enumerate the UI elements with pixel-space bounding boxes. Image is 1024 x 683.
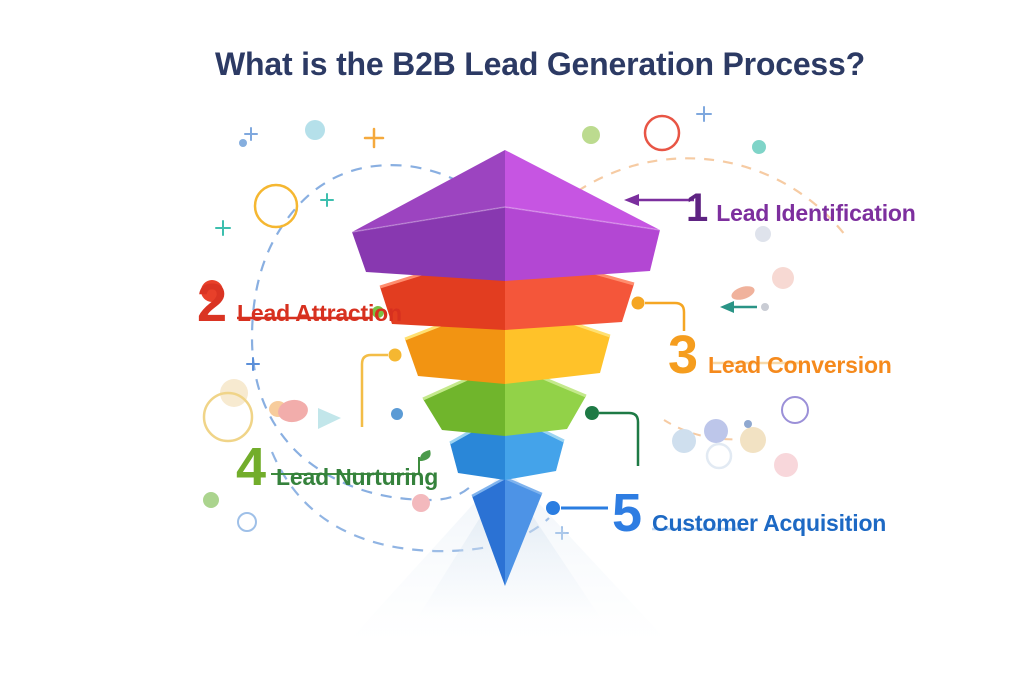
blob xyxy=(731,286,755,300)
dot xyxy=(740,427,766,453)
plus-icon xyxy=(363,127,385,149)
dashed-circle-icon xyxy=(250,164,493,502)
circle-outline-icon xyxy=(237,512,257,532)
dot xyxy=(201,280,223,302)
triangle-icon xyxy=(318,408,341,429)
circle-outline-icon xyxy=(253,183,299,229)
step3-elbow-connector xyxy=(645,301,686,331)
step5-connector-dot xyxy=(546,501,560,515)
dot xyxy=(704,419,728,443)
dot xyxy=(774,453,798,477)
circle-outline-icon xyxy=(202,391,254,443)
step-label: Lead Attraction xyxy=(237,300,402,326)
circle-outline-icon xyxy=(643,114,681,152)
arrow-left-icon xyxy=(624,194,694,206)
green-connector-dot xyxy=(585,406,599,420)
step-number: 1 xyxy=(686,186,708,230)
dot xyxy=(755,226,771,242)
step-4-lead-nurturing: 4 Lead Nurturing xyxy=(236,440,438,494)
dot xyxy=(391,408,403,420)
green-elbow-connector xyxy=(599,411,640,466)
step-label: Lead Identification xyxy=(716,200,916,226)
page-title: What is the B2B Lead Generation Process? xyxy=(215,46,865,82)
arrow-left-icon xyxy=(720,301,769,313)
step-number: 5 xyxy=(612,483,642,543)
dot xyxy=(582,126,600,144)
plus-icon xyxy=(246,357,260,371)
funnel-layer-lead-identification xyxy=(351,150,661,281)
step-number: 3 xyxy=(668,325,698,385)
blob xyxy=(278,399,308,423)
step4-underline-bracket xyxy=(271,457,420,475)
step-number: 4 xyxy=(236,437,266,497)
dot xyxy=(752,140,766,154)
step4-elbow-connector xyxy=(360,353,388,427)
circle-outline-icon xyxy=(705,442,733,470)
dashed-arc-icon xyxy=(547,157,846,236)
funnel xyxy=(351,150,661,586)
dot xyxy=(672,429,696,453)
plus-icon xyxy=(215,193,334,236)
dot xyxy=(772,267,794,289)
step2-endpoint-dot xyxy=(372,306,384,318)
leaf-icon xyxy=(419,450,431,461)
step-5-customer-acquisition: 5 Customer Acquisition xyxy=(612,486,886,540)
connectors xyxy=(237,194,803,531)
dot xyxy=(203,492,219,508)
circle-outline-icon xyxy=(781,396,809,424)
dot xyxy=(305,120,325,140)
step-label: Lead Nurturing xyxy=(276,464,439,490)
dot xyxy=(744,420,752,428)
dot xyxy=(412,494,430,512)
step4-connector-dot xyxy=(388,348,402,362)
plus-icon xyxy=(244,106,712,141)
step-1-lead-identification: 1 Lead Identification xyxy=(686,188,916,228)
step3-connector-dot xyxy=(631,296,645,310)
step-label: Lead Conversion xyxy=(708,352,892,378)
step-number: 2 xyxy=(197,273,227,333)
dot xyxy=(239,139,247,147)
step-3-lead-conversion: 3 Lead Conversion xyxy=(668,328,892,382)
step-label: Customer Acquisition xyxy=(652,510,887,536)
step-2-lead-attraction: 2 Lead Attraction xyxy=(197,276,402,330)
